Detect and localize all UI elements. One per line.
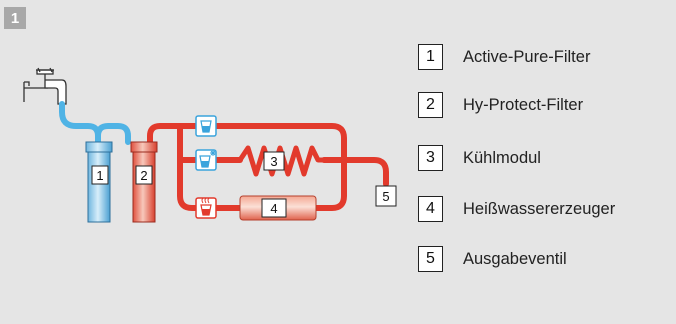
- svg-text:2: 2: [140, 168, 147, 183]
- diagram-label-4: 4: [261, 198, 287, 218]
- legend-item: 3 Kühlmodul: [418, 145, 541, 171]
- legend-label: Hy-Protect-Filter: [463, 95, 584, 114]
- svg-text:4: 4: [270, 201, 277, 216]
- hot-water-pipes: [147, 123, 389, 211]
- legend-number: 3: [418, 145, 443, 171]
- legend-number: 4: [418, 196, 443, 222]
- svg-text:1: 1: [96, 168, 103, 183]
- legend-label: Heißwassererzeuger: [463, 199, 616, 218]
- figure-number: 1: [4, 7, 26, 29]
- diagram-label-3: 3: [263, 151, 285, 171]
- legend-item: 2 Hy-Protect-Filter: [418, 92, 583, 118]
- svg-text:5: 5: [382, 189, 389, 204]
- legend-label: Active-Pure-Filter: [463, 47, 591, 66]
- still-water-icon: [195, 115, 217, 137]
- legend-label: Kühlmodul: [463, 148, 541, 167]
- legend-label: Ausgabeventil: [463, 249, 567, 268]
- legend-item: 1 Active-Pure-Filter: [418, 44, 590, 70]
- svg-text:3: 3: [270, 154, 277, 169]
- diagram-label-1: 1: [91, 165, 109, 185]
- diagram-label-5: 5: [375, 185, 397, 207]
- legend-item: 5 Ausgabeventil: [418, 246, 567, 272]
- faucet-icon: [23, 67, 67, 105]
- hot-water-icon: [195, 197, 217, 219]
- chilled-water-icon: [195, 149, 217, 171]
- cold-water-pipe: [59, 101, 131, 145]
- diagram-label-2: 2: [135, 165, 153, 185]
- legend-number: 5: [418, 246, 443, 272]
- legend-item: 4 Heißwassererzeuger: [418, 196, 615, 222]
- legend-number: 1: [418, 44, 443, 70]
- legend-number: 2: [418, 92, 443, 118]
